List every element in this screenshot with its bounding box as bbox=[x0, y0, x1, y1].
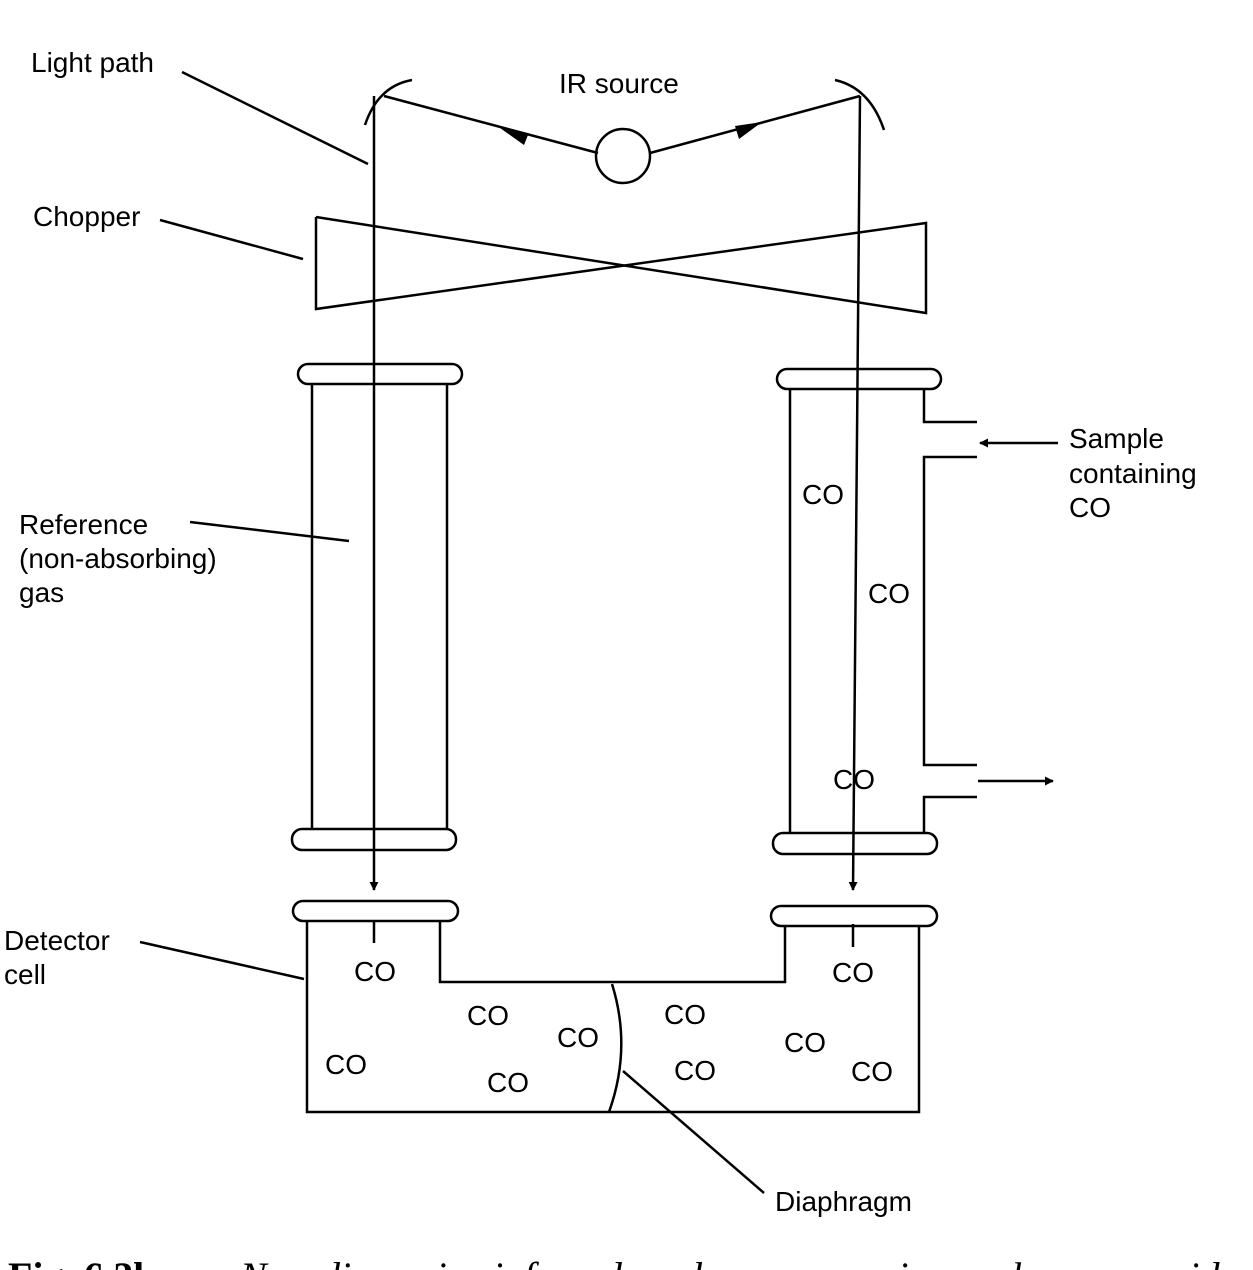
reference-cell-body bbox=[310, 379, 449, 833]
ir-source-label: IR source bbox=[559, 68, 679, 99]
chopper-label: Chopper bbox=[33, 201, 140, 232]
detector-label-line2: cell bbox=[4, 959, 46, 990]
co-molecule: CO bbox=[325, 1049, 367, 1080]
sample-label-line1: Sample bbox=[1069, 423, 1164, 454]
arrow-left-beam bbox=[500, 128, 528, 145]
co-molecule: CO bbox=[784, 1027, 826, 1058]
right-mirror bbox=[834, 78, 886, 131]
sample-label-line2: containing bbox=[1069, 458, 1197, 489]
light-path-leader bbox=[181, 70, 369, 166]
co-molecule: CO bbox=[868, 578, 910, 609]
chopper bbox=[314, 215, 928, 315]
detector-cell bbox=[291, 899, 939, 1114]
reference-cell-top-flange bbox=[296, 362, 464, 386]
sample-beam bbox=[848, 95, 862, 891]
sample-cell bbox=[771, 367, 977, 856]
co-molecule: CO bbox=[674, 1055, 716, 1086]
co-molecule: CO bbox=[832, 957, 874, 988]
co-molecule: CO bbox=[851, 1056, 893, 1087]
co-molecule: CO bbox=[802, 479, 844, 510]
ir-source bbox=[594, 127, 652, 185]
caption-text: Non-dispersive infrared analyser measuri… bbox=[239, 1254, 1237, 1270]
reference-leader bbox=[189, 520, 350, 543]
diaphragm-leader bbox=[622, 1070, 765, 1194]
sample-cell-bottom-flange bbox=[771, 831, 939, 856]
detector-label-line1: Detector bbox=[4, 925, 110, 956]
co-molecule: CO bbox=[487, 1067, 529, 1098]
sample-label-line3: CO bbox=[1069, 492, 1111, 523]
co-molecule: CO bbox=[557, 1022, 599, 1053]
detector-leader bbox=[139, 940, 305, 981]
reference-label-line2: (non-absorbing) bbox=[19, 543, 217, 574]
co-molecule: CO bbox=[664, 999, 706, 1030]
caption-number: Fig. 6.3b bbox=[8, 1254, 156, 1270]
light-path-label: Light path bbox=[31, 47, 154, 78]
ir-source-lamp bbox=[594, 127, 652, 185]
diaphragm-label: Diaphragm bbox=[775, 1186, 912, 1217]
light-path-source-to-mirrors bbox=[383, 94, 861, 155]
detector-left-top-flange bbox=[291, 899, 460, 923]
chopper-leader bbox=[159, 218, 304, 261]
arrow-right-beam bbox=[735, 122, 762, 139]
reference-label-line1: Reference bbox=[19, 509, 148, 540]
sample-cell-top-flange bbox=[775, 367, 943, 391]
reference-cell bbox=[290, 362, 464, 852]
co-molecule: CO bbox=[833, 764, 875, 795]
left-mirror bbox=[363, 78, 413, 126]
co-molecule: CO bbox=[354, 956, 396, 987]
diaphragm-membrane bbox=[607, 983, 623, 1113]
co-molecule: CO bbox=[467, 1000, 509, 1031]
detector-right-top-flange bbox=[769, 904, 939, 928]
reference-label-line3: gas bbox=[19, 577, 64, 608]
